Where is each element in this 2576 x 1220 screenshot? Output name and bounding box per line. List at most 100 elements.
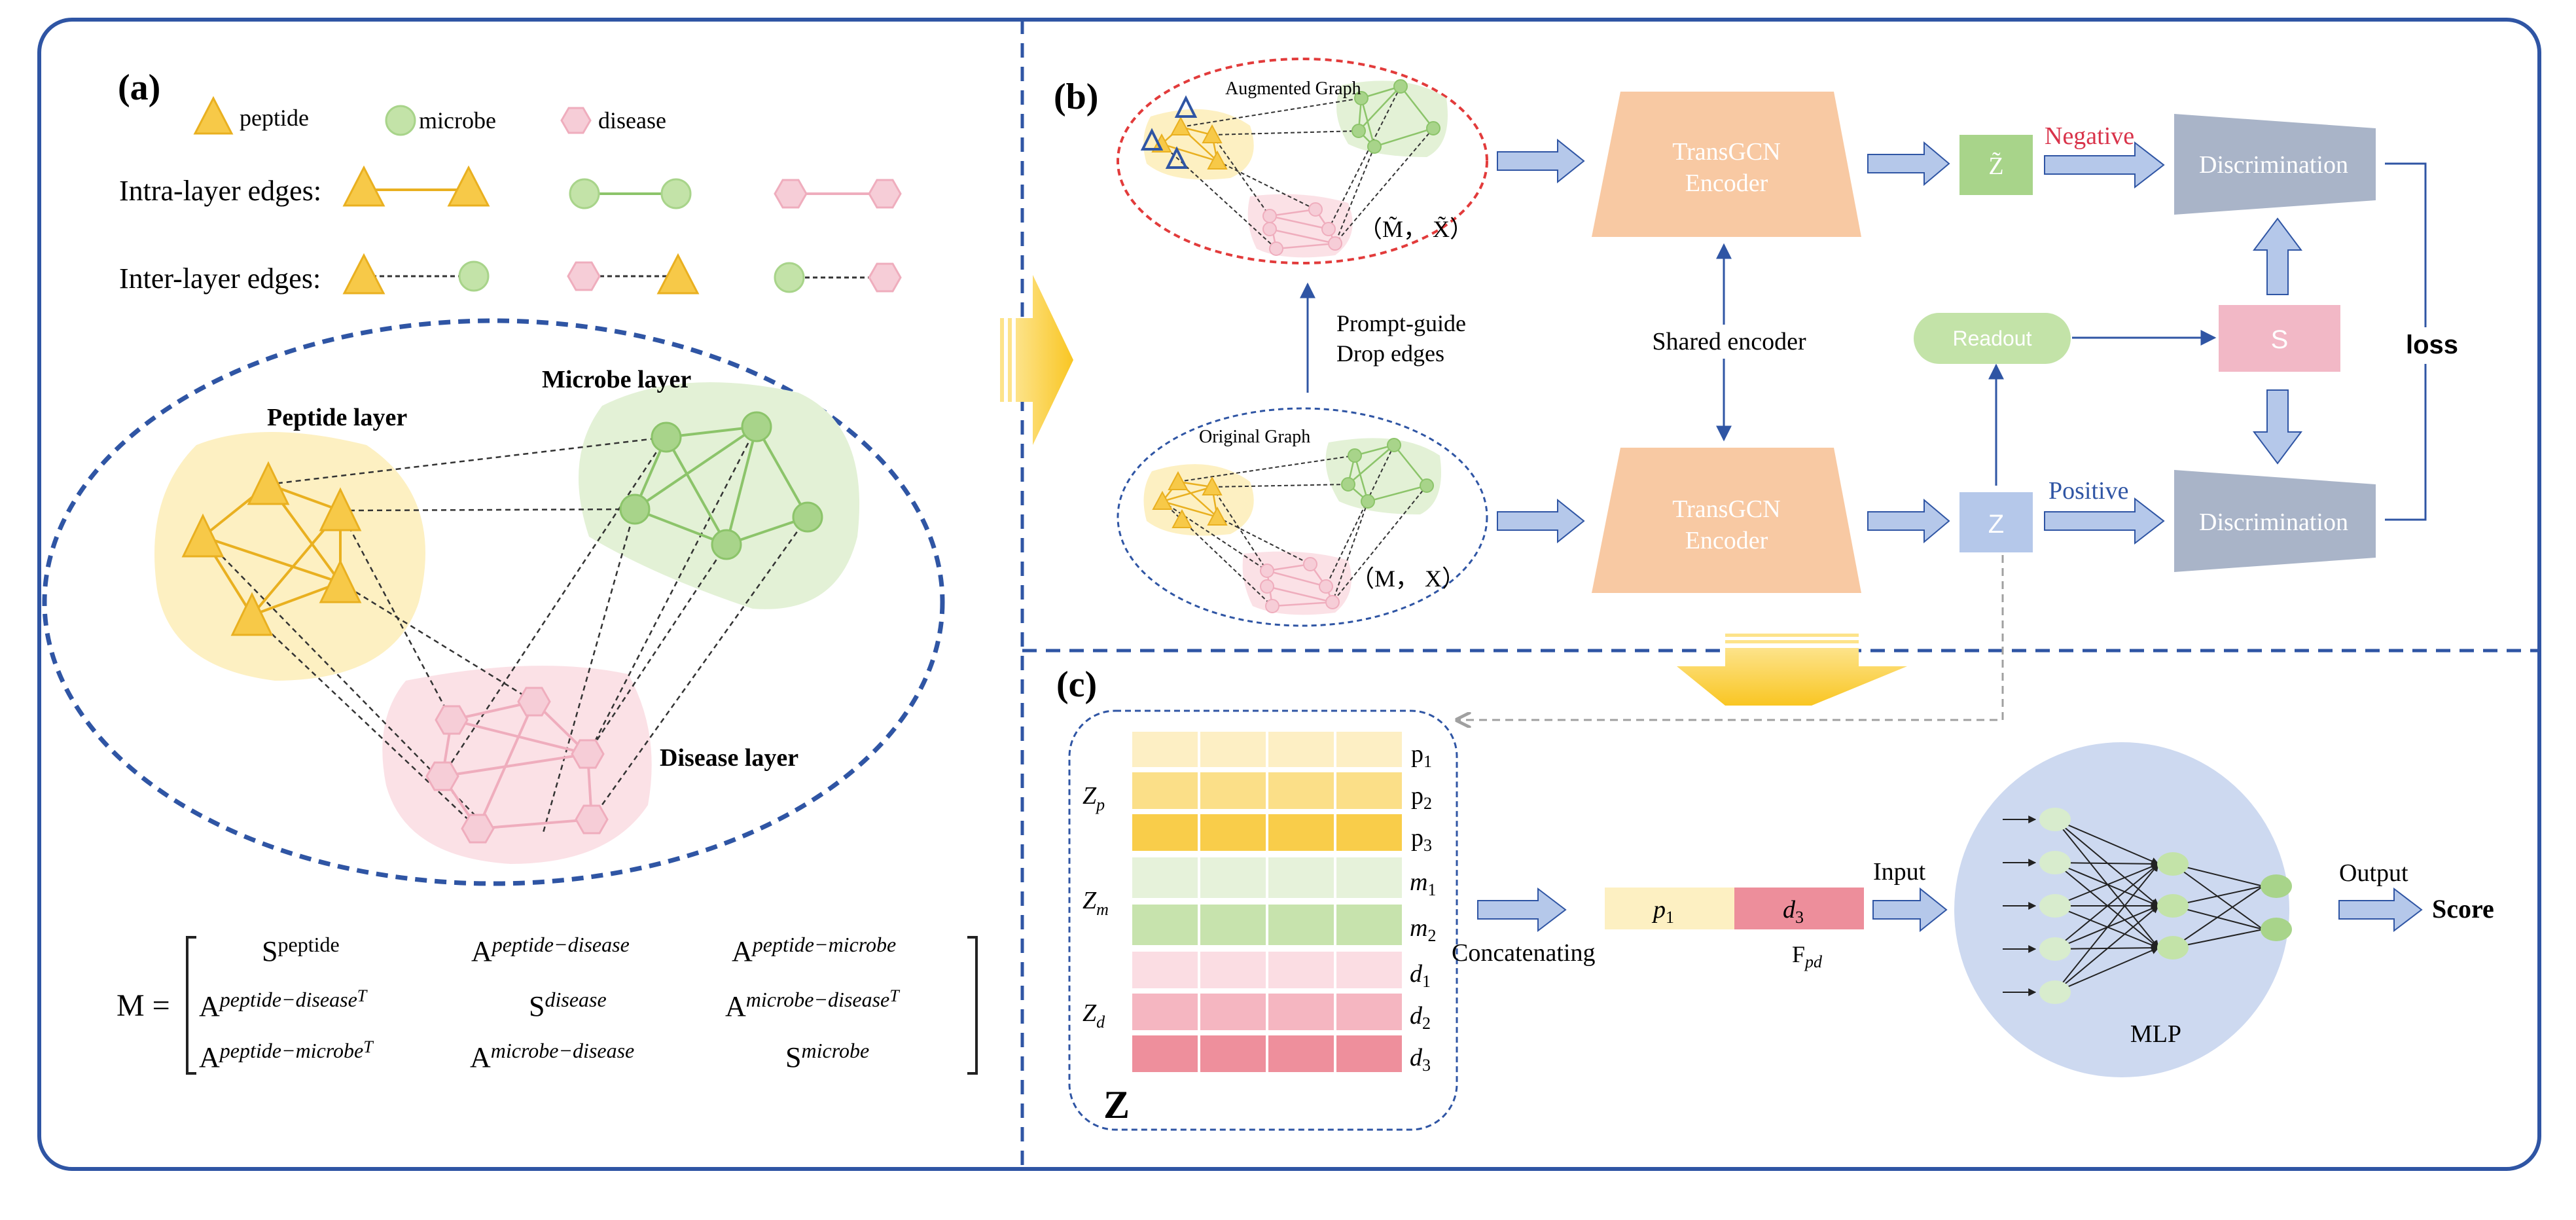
z-matrix-cell [1132,994,1198,1030]
concatenate-arrow [1477,887,1567,933]
z-to-panel-c-arrow [1457,555,2004,720]
encoder-top-line1: TransGCN [1672,138,1780,166]
mlp-hidden-node [2157,936,2189,960]
original-graph-label: Original Graph [1199,427,1310,447]
z-matrix-cell [1268,1035,1334,1072]
microbe-icon [774,262,805,293]
original-graph: Original Graph （M， X） [1117,407,1488,627]
negative-label: Negative [2045,122,2134,150]
z-matrix-cell [1132,814,1198,851]
matrix-cell: Smicrobe [785,1039,869,1073]
z-matrix-cell [1336,772,1402,809]
disease-legend-icon [560,107,592,134]
panel-c-label: (c) [1056,664,1097,705]
z-tilde-box [1959,135,2033,195]
group-label-p: Zp [1082,782,1105,814]
mlp-input-node [2039,894,2071,918]
disease-icon [567,261,601,291]
peptide-node [319,487,362,531]
mlp-edge [2054,863,2159,950]
disease-node [425,761,459,791]
peptide-icon [447,165,490,207]
z-matrix-cell [1200,772,1266,809]
mlp-hidden-node [2157,852,2189,876]
intra-layer-examples [342,165,902,209]
mlp-edge [2054,905,2159,993]
adjacency-matrix: M = Speptide Apeptide−disease Apeptide−m… [116,933,978,1075]
panel-transition-arrow [1000,275,1073,445]
matrix-cell: Speptide [262,933,340,967]
z-matrix-cell [1336,1035,1402,1072]
z-tilde-label: Z̃ [1988,152,2003,180]
z-matrix-frame [1068,709,1458,1131]
z-matrix-cell [1200,814,1266,851]
disease-node [571,739,605,769]
discrimination-top-label: Discrimination [2199,151,2348,179]
microbe-icon [458,260,490,292]
matrix-lhs: M = [116,988,170,1023]
microbe-legend-icon [385,105,416,136]
disease-node [575,804,609,834]
discrimination-top: Discrimination [2174,114,2376,215]
encoder-bottom-line1: TransGCN [1672,495,1780,523]
z-matrix-cell [1132,1035,1198,1072]
microbe-node [651,422,682,453]
readout-box [1914,313,2071,364]
pair-d3-label: d3 [1783,896,1804,927]
disease-icon [868,262,902,293]
s-box [2219,305,2340,372]
z-matrix-cell [1336,732,1402,767]
mlp-edge [2054,819,2160,865]
z-matrix-cell [1268,732,1334,767]
encoder-bottom-line2: Encoder [1685,527,1768,554]
z-matrix-cell [1132,732,1198,767]
mlp-edge [2172,886,2264,948]
concatenating-label: Concatenating [1452,939,1595,967]
fpd-label: Fpd [1792,941,1823,971]
row-label-d1: d1 [1410,960,1431,991]
matrix-cell: Sdisease [529,988,607,1022]
z-matrix-cell [1132,952,1198,988]
group-label-m: Zm [1082,887,1109,919]
matrix-right-bracket [967,936,978,1075]
mlp-label: MLP [2130,1020,2181,1048]
positive-label: Positive [2048,477,2128,505]
panel-b-label: (b) [1054,77,1098,117]
encoder-bottom: TransGCN Encoder [1592,448,1861,593]
augmented-graph-label: Augmented Graph [1225,79,1361,99]
input-label: Input [1873,858,1926,886]
intra-layer-label: Intra-layer edges: [119,175,321,207]
microbe-node [741,411,772,442]
matrix-cell: Amicrobe−disease [470,1039,634,1073]
z-matrix-cell [1200,905,1266,945]
mlp-input-node [2039,808,2071,831]
legend-microbe: microbe [419,107,496,134]
mlp [1954,742,2292,1077]
encoder-to-z-arrow [1867,498,1950,544]
z-matrix-cell [1268,994,1334,1030]
original-input-label: （M， X） [1351,565,1465,592]
peptide-legend-icon [193,96,234,135]
panel-b-to-c-arrow [1677,634,1907,706]
row-label-m2: m2 [1410,914,1436,945]
z-matrix-cell [1132,857,1198,898]
shared-encoder-label: Shared encoder [1652,328,1806,355]
mlp-edge [2054,863,2159,993]
s-to-discrimination-top-arrow [2253,217,2302,295]
input-arrow [1872,887,1948,933]
z-box [1959,492,2033,552]
mlp-output-node [2261,918,2292,941]
peptide-node [247,461,290,505]
z-matrix-cell [1336,905,1402,945]
matrix-cell: Apeptide−disease [471,933,630,967]
multilayer-network: Peptide layer Microbe layer Disease laye… [42,318,945,886]
discrimination-bottom: Discrimination [2174,470,2376,572]
z-matrix-cell [1132,905,1198,945]
mlp-edge [2054,946,2160,993]
added-edge-markers [1140,95,1198,169]
z-matrix-cell [1268,952,1334,988]
discrimination-bottom-label: Discrimination [2199,509,2348,536]
z-matrix-cell [1268,857,1334,898]
peptide-icon [656,253,700,295]
